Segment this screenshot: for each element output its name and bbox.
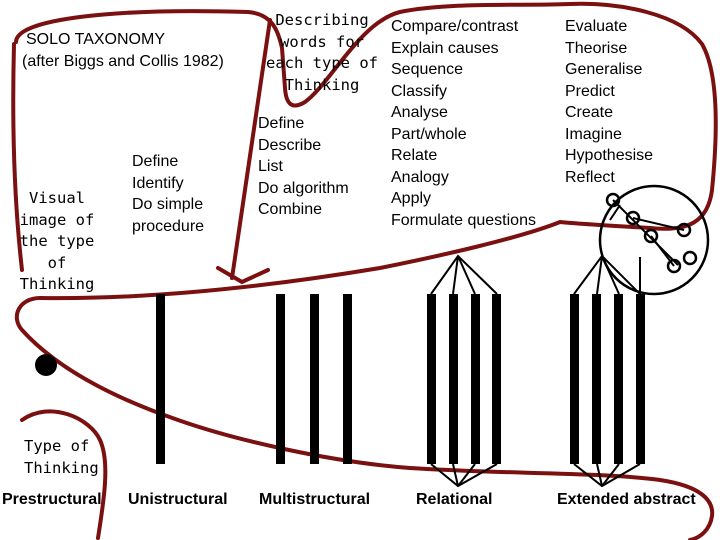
outline-curve <box>14 1 718 540</box>
multistructural-bar-1 <box>276 294 285 464</box>
multistructural-bar-2 <box>310 294 319 464</box>
multistructural-verbs: Define Describe List Do algorithm Combin… <box>258 115 349 218</box>
relational-structure <box>427 254 501 488</box>
level-relational: Relational <box>416 491 493 508</box>
pointer-hook <box>216 266 270 285</box>
level-unistructural: Unistructural <box>128 491 228 508</box>
relational-verbs: Compare/contrast Explain causes Sequence… <box>391 18 536 229</box>
extended-abstract-structure <box>570 184 710 488</box>
prestructural-dot <box>35 354 57 376</box>
outline-bottom-hook <box>20 409 108 540</box>
diagram-title: SOLO TAXONOMY <box>26 31 165 48</box>
describing-heading: Describing words for each type of Thinki… <box>266 11 378 94</box>
pointer-line <box>230 18 272 280</box>
extended-abstract-verbs: Evaluate Theorise Generalise Predict Cre… <box>565 18 654 186</box>
level-prestructural: Prestructural <box>2 491 102 508</box>
unistructural-bar <box>156 294 165 464</box>
visual-image-label: Visual image of the type of Thinking <box>19 189 95 293</box>
diagram-subtitle: (after Biggs and Collis 1982) <box>22 53 224 70</box>
level-extended-abstract: Extended abstract <box>557 491 696 508</box>
type-of-thinking-label: Type of Thinking <box>24 437 99 477</box>
level-multistructural: Multistructural <box>259 491 371 508</box>
outline-left <box>11 42 24 272</box>
multistructural-bar-3 <box>343 294 352 464</box>
unistructural-verbs: Define Identify Do simple procedure <box>132 153 205 235</box>
